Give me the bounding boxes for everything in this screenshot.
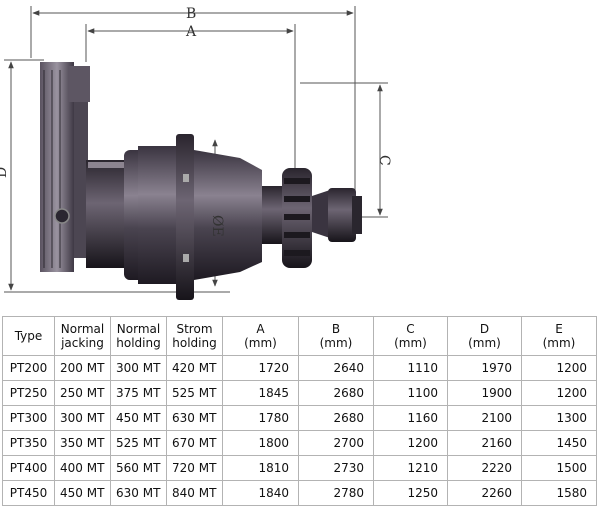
table-cell: 420 MT [166,355,223,381]
table-row: PT450 450 MT 630 MT 840 MT 1840 2780 125… [2,480,597,506]
table-row: PT400 400 MT 560 MT 720 MT 1810 2730 121… [2,455,597,481]
dimension-label-b: B [186,6,196,22]
table-cell: 1210 [373,455,448,481]
dimension-label-e: ØE [209,215,225,237]
table-cell: 525 MT [110,430,167,456]
header-b: B(mm) [298,316,374,356]
table-cell: 1845 [222,380,299,406]
table-cell: 400 MT [54,455,111,481]
header-c: C(mm) [373,316,448,356]
table-cell: 300 MT [54,405,111,431]
table-row: PT350 350 MT 525 MT 670 MT 1800 2700 120… [2,430,597,456]
table-cell: 1800 [222,430,299,456]
table-cell: 2100 [447,405,522,431]
table-cell: 720 MT [166,455,223,481]
table-cell: 525 MT [166,380,223,406]
table-cell: 1810 [222,455,299,481]
table-cell: 670 MT [166,430,223,456]
table-cell: 375 MT [110,380,167,406]
table-cell: PT200 [2,355,55,381]
table-cell: 200 MT [54,355,111,381]
table-cell: 1840 [222,480,299,506]
table-cell: 840 MT [166,480,223,506]
table-cell: 1200 [373,430,448,456]
table-cell: 250 MT [54,380,111,406]
table-cell: 2260 [447,480,522,506]
table-cell: PT400 [2,455,55,481]
table-cell: PT350 [2,430,55,456]
table-cell: 1720 [222,355,299,381]
table-cell: 2700 [298,430,374,456]
table-row: PT200 200 MT 300 MT 420 MT 1720 2640 111… [2,355,597,381]
dimension-label-a: A [185,24,197,40]
table-cell: 1200 [521,355,597,381]
table-cell: 1200 [521,380,597,406]
table-cell: 350 MT [54,430,111,456]
table-cell: PT250 [2,380,55,406]
table-cell: 2780 [298,480,374,506]
table-cell: 2680 [298,405,374,431]
table-cell: 2730 [298,455,374,481]
table-row: PT300 300 MT 450 MT 630 MT 1780 2680 116… [2,405,597,431]
table-cell: 2640 [298,355,374,381]
header-type: Type [2,316,55,356]
table-cell: 2680 [298,380,374,406]
table-cell: PT450 [2,480,55,506]
header-a: A(mm) [222,316,299,356]
table-cell: 560 MT [110,455,167,481]
table-cell: 630 MT [166,405,223,431]
table-cell: 1450 [521,430,597,456]
dimension-label-d: D [0,167,10,178]
table-cell: 450 MT [54,480,111,506]
gearbox-drawing: B A C D ØE [0,6,392,300]
table-cell: 1900 [447,380,522,406]
table-cell: 2220 [447,455,522,481]
table-cell: 630 MT [110,480,167,506]
table-cell: 1500 [521,455,597,481]
table-cell: 1250 [373,480,448,506]
table-cell: 1780 [222,405,299,431]
table-cell: 2160 [447,430,522,456]
table-cell: 1160 [373,405,448,431]
table-cell: 300 MT [110,355,167,381]
table-cell: 450 MT [110,405,167,431]
gearbox-body [40,62,362,300]
header-e: E(mm) [521,316,597,356]
table-cell: PT300 [2,405,55,431]
table-cell: 1100 [373,380,448,406]
dimension-label-c: C [376,155,392,166]
table-cell: 1970 [447,355,522,381]
table-cell: 1580 [521,480,597,506]
table-cell: 1300 [521,405,597,431]
table-cell: 1110 [373,355,448,381]
table-row: PT250 250 MT 375 MT 525 MT 1845 2680 110… [2,380,597,406]
header-d: D(mm) [447,316,522,356]
